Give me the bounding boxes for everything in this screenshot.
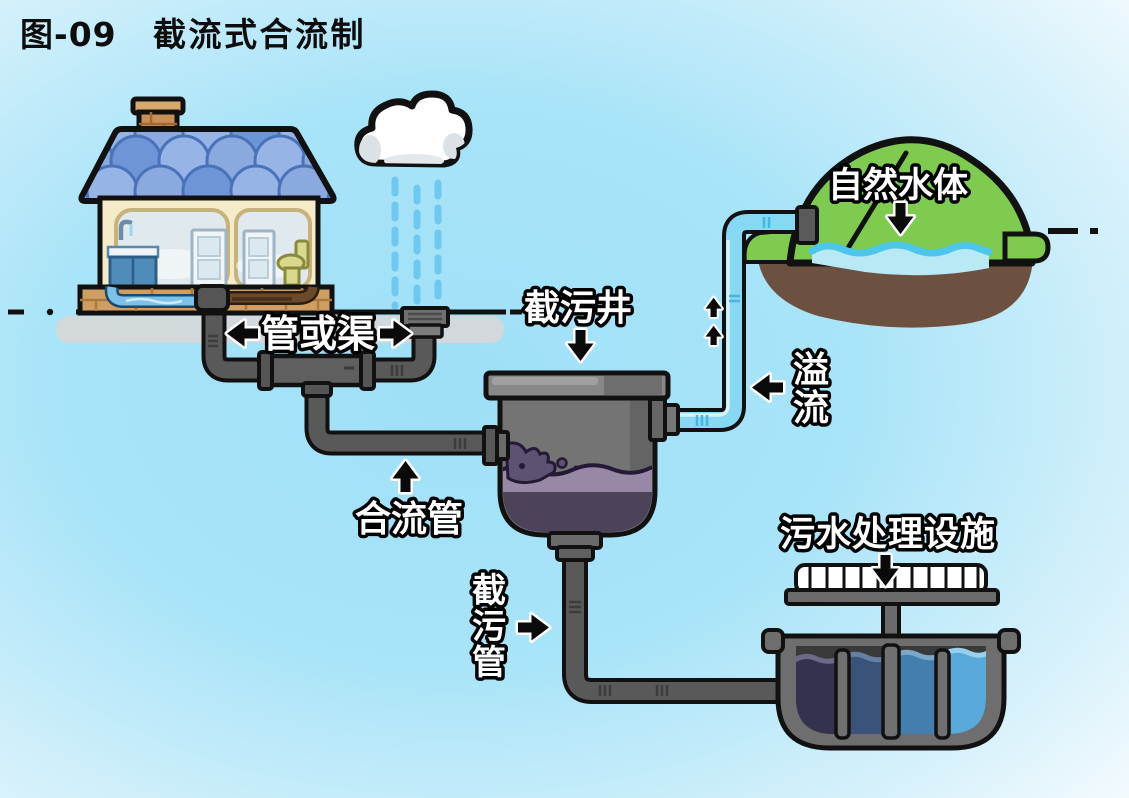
treatment-water (796, 647, 986, 734)
ground-dot (531, 309, 537, 315)
treatment-facility (761, 563, 1021, 751)
label-overflow-char: 溢 (793, 350, 829, 391)
outfall-cap (795, 205, 819, 245)
house-drain-pipes (104, 284, 320, 312)
interception-pipe (566, 556, 800, 700)
basin-divider (934, 648, 951, 740)
splash-drop (519, 463, 525, 469)
water-stage-3 (893, 652, 944, 734)
well-lid-highlight (492, 377, 598, 385)
house (77, 96, 337, 316)
splash-drop (556, 457, 568, 469)
labels: 管或渠 截污井 合流管 截 污 管 溢 流 自然水体 污水处理设施 (227, 162, 999, 687)
water-stage-4-surface (942, 647, 986, 658)
label-overflow-char: 流 (793, 388, 829, 429)
label-interception-pipe-char: 截 (472, 571, 506, 611)
cloud-shade (384, 154, 444, 164)
overflow-pipe-water (672, 214, 800, 428)
water-stage-2 (841, 654, 893, 734)
door-left (190, 228, 228, 288)
label-interception-pipe-char: 污 (472, 607, 506, 647)
rain-cloud (354, 90, 473, 168)
grate-slats (408, 312, 442, 321)
overflow-flange (648, 397, 667, 442)
green-hill (786, 136, 1036, 267)
rain (391, 176, 442, 314)
door-right (242, 229, 276, 288)
greywater-ripple (125, 297, 183, 305)
sewage-splash (504, 441, 557, 485)
inlet-flange (495, 430, 510, 461)
roof-outline (78, 126, 337, 204)
label-natural-water-body: 自然水体 (828, 165, 968, 206)
drain-junction (194, 284, 230, 312)
sewer-pipes (201, 304, 800, 704)
label-interception-well: 截污井 (524, 288, 632, 329)
cloud-body (354, 90, 473, 168)
basin-lip (997, 628, 1021, 654)
page-title: 截流式合流制 (153, 15, 366, 54)
basin-lip (761, 628, 785, 654)
grass-ledge (1002, 231, 1051, 264)
label-pipe-or-channel: 管或渠 (261, 312, 375, 356)
hill-contour-line (839, 150, 909, 261)
greywater-pipe (107, 286, 196, 306)
overflow-pipe (672, 205, 819, 432)
label-interception-pipe-char: 管 (472, 643, 506, 683)
inlet-base (406, 323, 444, 339)
basin-divider (834, 648, 851, 740)
overflow-pipe-highlight (676, 240, 730, 417)
basin-divider (881, 643, 901, 740)
well-contents (503, 399, 652, 532)
overflow-pipe-ticks (695, 217, 771, 426)
overflow-flange (663, 403, 680, 436)
combined-pipe (308, 380, 494, 452)
pipe-tick-marks (208, 334, 669, 696)
label-treatment-facility: 污水处理设施 (780, 515, 996, 555)
bottom-outlet (555, 545, 595, 562)
well-lid-shade (604, 376, 662, 395)
ground-dot (46, 308, 54, 316)
title: 图-09 截流式合流制 (20, 15, 366, 54)
kitchen-sink (106, 219, 160, 288)
water-stage-1 (796, 656, 841, 734)
water-stage-1-surface (796, 653, 843, 664)
splash-drop (573, 465, 579, 471)
toilet (276, 239, 310, 287)
figure-number: 图-09 (20, 15, 117, 54)
sewage-dark (503, 480, 652, 532)
natural-water-body (742, 136, 1098, 328)
tee-junction (257, 350, 376, 398)
walkway-platform (784, 588, 1000, 606)
river-wave-line (808, 241, 993, 257)
faucet (118, 219, 133, 240)
water-stage-4 (944, 650, 986, 734)
cloud-shade (359, 135, 381, 164)
blackwater-pipe (228, 286, 318, 303)
interception-well (482, 370, 680, 562)
label-combined-flow-pipe: 合流管 (355, 499, 463, 540)
